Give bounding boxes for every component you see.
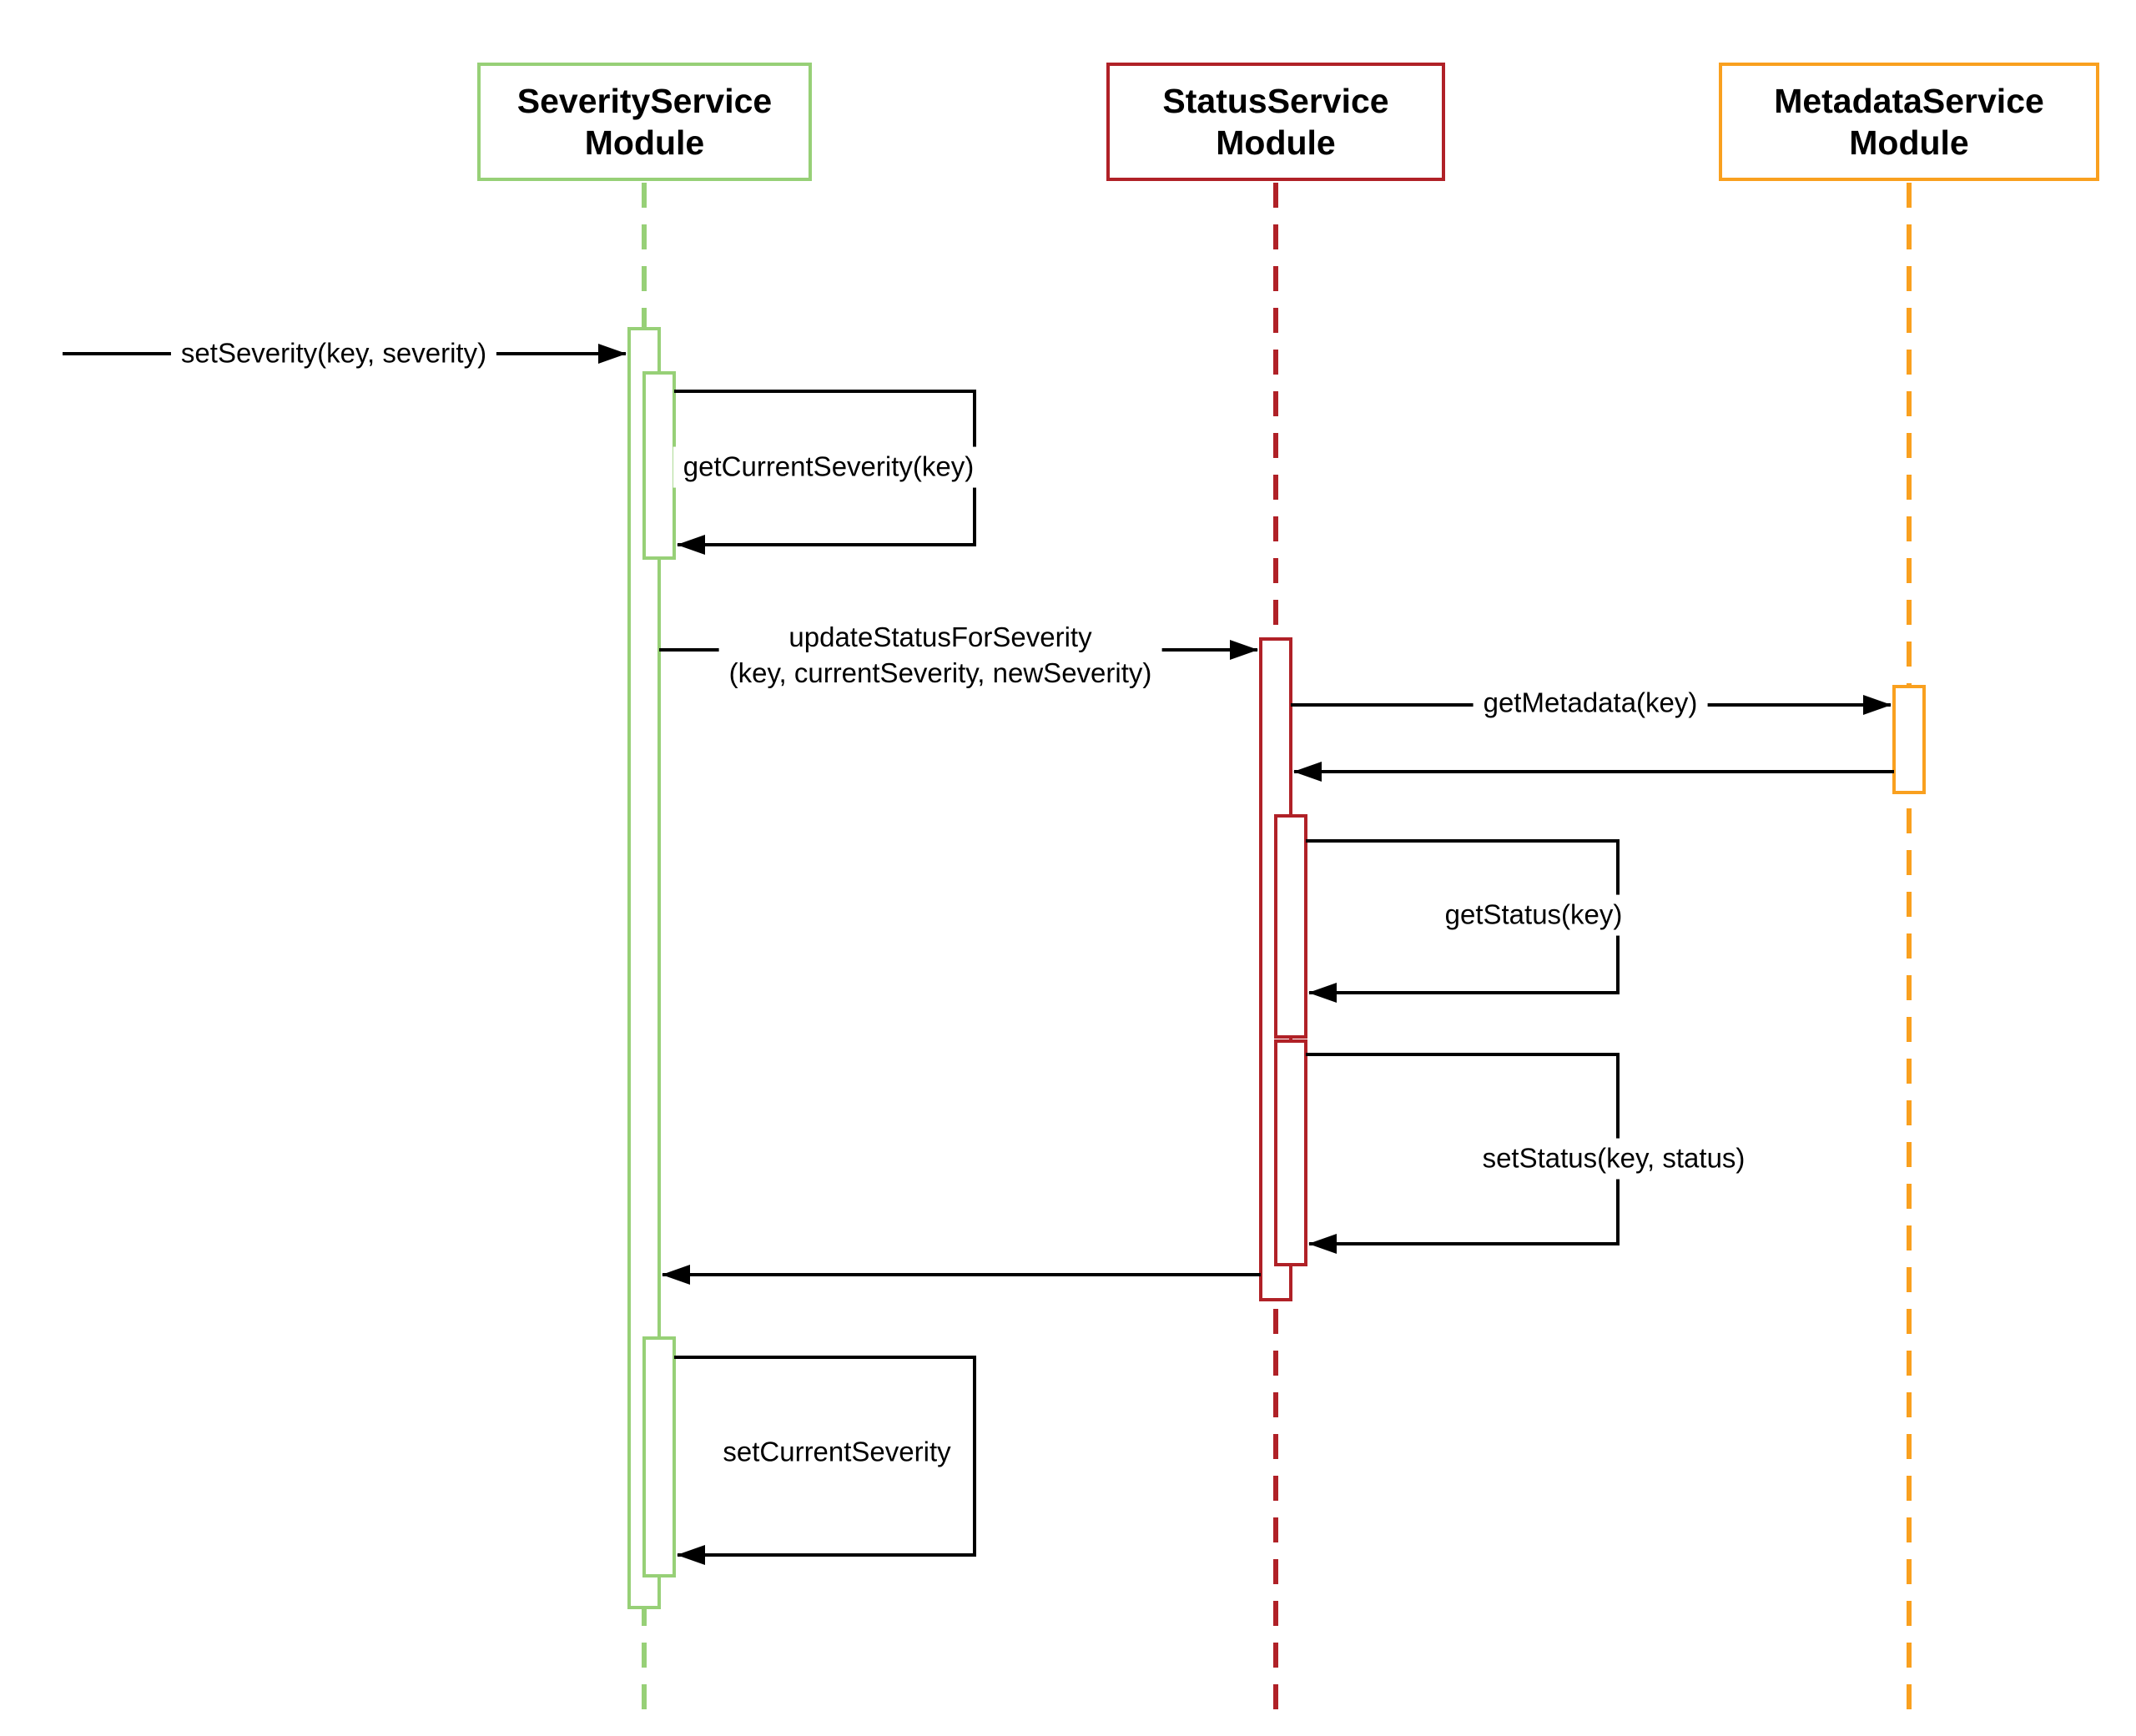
label-update-status-line1: updateStatusForSeverity (788, 621, 1092, 653)
label-set-current-severity: setCurrentSeverity (713, 1432, 961, 1473)
arrow-set-current-severity-selfcall (674, 1356, 976, 1565)
participant-name-line: Module (1849, 123, 1969, 162)
label-get-metadata: getMetadata(key) (1473, 682, 1708, 724)
participant-name-line: Module (1216, 123, 1336, 162)
label-set-severity: setSeverity(key, severity) (170, 333, 497, 375)
participant-severity-service: SeverityService Module (477, 63, 812, 181)
participant-name-line: StatusService (1162, 81, 1389, 120)
status-activation-get-status (1274, 814, 1307, 1039)
severity-activation-set-current (642, 1336, 676, 1577)
participant-name-line: Module (584, 123, 705, 162)
label-update-status-line2: (key, currentSeverity, newSeverity) (728, 657, 1152, 688)
metadata-activation (1892, 685, 1926, 794)
participant-name-line: SeverityService (516, 81, 773, 120)
label-update-status-for-severity: updateStatusForSeverity (key, currentSev… (718, 617, 1162, 694)
participant-name-line: MetadataService (1774, 81, 2044, 120)
label-get-current-severity: getCurrentSeverity(key) (673, 446, 985, 488)
status-activation-set-status (1274, 1039, 1307, 1266)
label-set-status: setStatus(key, status) (1472, 1138, 1756, 1180)
severity-activation-get-current (642, 371, 676, 560)
participant-status-service: StatusService Module (1106, 63, 1445, 181)
participant-metadata-service: MetadataService Module (1719, 63, 2099, 181)
label-get-status: getStatus(key) (1434, 894, 1633, 936)
